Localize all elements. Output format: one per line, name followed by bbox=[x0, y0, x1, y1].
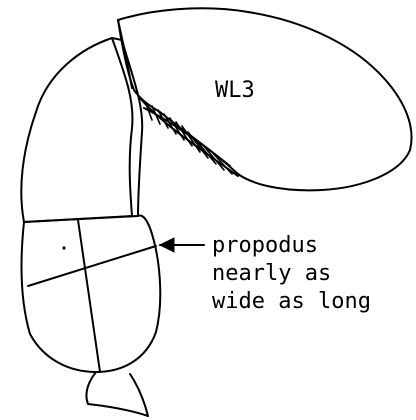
segment-label: WL3 bbox=[215, 78, 255, 103]
dot-mark bbox=[62, 246, 65, 249]
arrow-icon bbox=[160, 238, 204, 252]
propodus-segment bbox=[22, 216, 161, 373]
propodus-length-line bbox=[78, 220, 100, 372]
annotation-line-2: nearly as bbox=[212, 261, 331, 286]
annotation-line-1: propodus bbox=[212, 233, 318, 258]
dactylus-segment bbox=[86, 372, 148, 416]
carpus-lobe bbox=[118, 8, 412, 190]
annotation-line-3: wide as long bbox=[212, 289, 371, 314]
propodus-width-line bbox=[28, 246, 156, 286]
basis-segment bbox=[21, 38, 132, 222]
